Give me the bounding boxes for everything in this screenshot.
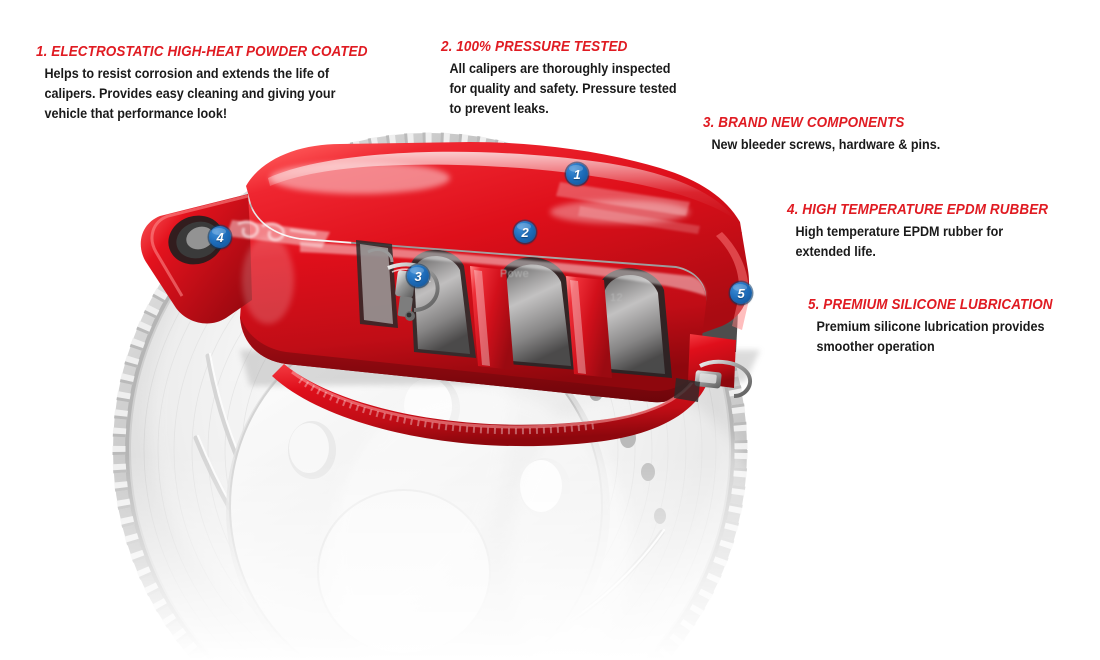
brake-kit-illustration: [0, 120, 820, 660]
callout-1-line-3: vehicle that performance look!: [44, 105, 228, 121]
callout-5-line-2: smoother operation: [816, 338, 935, 354]
callout-4-body: High temperature EPDM rubber for extende…: [787, 222, 1051, 262]
product-image: Powe 12 1 2 3 4 5: [0, 120, 820, 660]
callout-4: 4. HIGH TEMPERATURE EPDM RUBBER High tem…: [787, 202, 1068, 262]
brake-pad-text-right: 12: [610, 292, 624, 304]
callout-4-title: 4. HIGH TEMPERATURE EPDM RUBBER: [787, 202, 1049, 218]
callout-2-body: All calipers are thoroughly inspected fo…: [441, 59, 677, 118]
callout-5-title: 5. PREMIUM SILICONE LUBRICATION: [808, 297, 1053, 313]
callout-1-title: 1. ELECTROSTATIC HIGH-HEAT POWDER COATED: [36, 44, 368, 60]
callout-1-line-2: calipers. Provides easy cleaning and giv…: [44, 85, 336, 101]
callout-5-line-1: Premium silicone lubrication provides: [816, 318, 1045, 334]
callout-2-line-1: All calipers are thoroughly inspected: [449, 60, 671, 76]
callout-2-line-3: to prevent leaks.: [449, 100, 549, 116]
callout-1: 1. ELECTROSTATIC HIGH-HEAT POWDER COATED…: [36, 44, 393, 123]
marker-badge-2[interactable]: 2: [514, 221, 536, 243]
callout-3-line-1: New bleeder screws, hardware & pins.: [711, 136, 941, 152]
callout-2-title: 2. 100% PRESSURE TESTED: [441, 39, 628, 55]
callout-2: 2. 100% PRESSURE TESTED All calipers are…: [441, 39, 692, 118]
marker-badge-3[interactable]: 3: [407, 265, 429, 287]
callout-3-body: New bleeder screws, hardware & pins.: [703, 135, 940, 155]
callout-1-body: Helps to resist corrosion and extends th…: [36, 64, 371, 123]
callout-5: 5. PREMIUM SILICONE LUBRICATION Premium …: [808, 297, 1071, 357]
callout-4-line-2: extended life.: [795, 243, 876, 259]
marker-badge-1[interactable]: 1: [566, 163, 588, 185]
callout-3-title: 3. BRAND NEW COMPONENTS: [703, 115, 905, 131]
marker-badge-5[interactable]: 5: [730, 282, 752, 304]
callout-3: 3. BRAND NEW COMPONENTS New bleeder scre…: [703, 115, 955, 155]
brake-pad-text-left: Powe: [500, 268, 530, 280]
callout-5-body: Premium silicone lubrication provides sm…: [808, 317, 1055, 357]
callout-2-line-2: for quality and safety. Pressure tested: [449, 80, 677, 96]
callout-4-line-1: High temperature EPDM rubber for: [795, 223, 1004, 239]
callout-1-line-1: Helps to resist corrosion and extends th…: [44, 65, 330, 81]
marker-badge-4[interactable]: 4: [209, 226, 231, 248]
